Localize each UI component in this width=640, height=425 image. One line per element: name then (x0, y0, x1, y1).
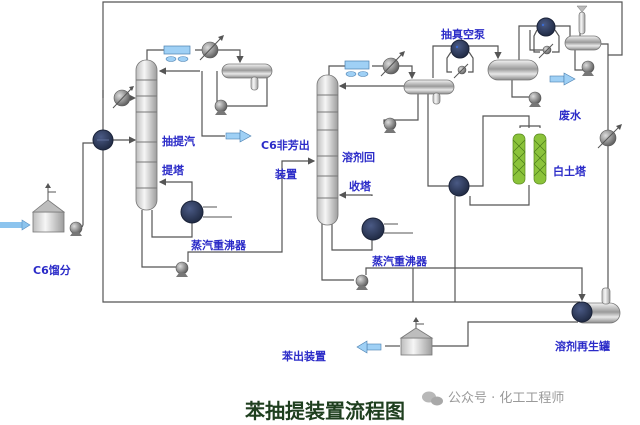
air-cooler-1[interactable] (163, 45, 191, 62)
reflux-drum-2[interactable] (403, 79, 455, 105)
solvent-regenerator[interactable] (571, 287, 621, 324)
wechat-icon (422, 391, 443, 406)
feed-tank[interactable] (0, 183, 66, 233)
diagram-title: 苯抽提装置流程图 (244, 399, 405, 423)
reflux-pump-2[interactable] (383, 117, 397, 133)
label-extraction-column-1: 抽提汽 (162, 134, 195, 148)
pipelines (82, 1, 623, 347)
steam-reboiler-1[interactable] (180, 200, 232, 224)
bottoms-pump-2[interactable] (355, 274, 369, 290)
label-extraction-column-2: 提塔 (162, 163, 185, 177)
trim-cooler-1[interactable] (199, 35, 224, 61)
solvent-recovery-column[interactable] (316, 74, 339, 226)
label-recovery-column-1: 溶剂回 (342, 150, 375, 164)
label-vacuum-pump: 抽真空泵 (441, 27, 485, 41)
label-c6-out-2: 装置 (274, 167, 297, 181)
label-clay-tower: 白土塔 (553, 164, 587, 178)
vacuum-pump-2[interactable] (533, 17, 560, 59)
label-c6-out-1: C6非芳出 (261, 138, 310, 152)
label-regen-tank: 溶剂再生罐 (555, 339, 610, 353)
vacuum-pump[interactable] (446, 39, 474, 79)
label-benzene-out: 苯出装置 (281, 349, 326, 363)
waste-water-arrow (549, 72, 576, 86)
benzene-out-arrow (356, 340, 382, 354)
water-separator-drum[interactable] (487, 59, 539, 81)
extraction-stripper-column[interactable] (135, 59, 158, 211)
lean-solvent-cooler[interactable] (597, 124, 622, 149)
knockout-drum[interactable] (564, 5, 602, 51)
trim-cooler-2[interactable] (380, 51, 405, 77)
clay-exchanger[interactable] (448, 175, 470, 197)
benzene-tank[interactable] (399, 317, 434, 356)
label-recovery-column-2: 收塔 (349, 179, 372, 193)
air-cooler-2[interactable] (344, 60, 370, 77)
label-feed: C6馏分 (33, 263, 71, 277)
feed-pump[interactable] (69, 221, 83, 236)
clay-towers[interactable] (512, 125, 547, 185)
water-pump[interactable] (528, 91, 542, 107)
label-waste-water: 废水 (559, 108, 582, 122)
raffinate-arrow (225, 129, 252, 143)
steam-reboiler-2[interactable] (361, 217, 413, 241)
knockout-pump[interactable] (581, 60, 595, 76)
feed-exchanger[interactable] (92, 129, 114, 151)
side-heater[interactable] (112, 86, 136, 109)
reflux-drum-1[interactable] (221, 63, 273, 91)
label-reboiler-1: 蒸汽重沸器 (191, 238, 247, 252)
reflux-pump-1[interactable] (214, 99, 228, 115)
label-reboiler-2: 蒸汽重沸器 (372, 254, 428, 268)
watermark: 公众号 · 化工工程师 (448, 391, 564, 406)
bottoms-pump-1[interactable] (175, 261, 189, 277)
